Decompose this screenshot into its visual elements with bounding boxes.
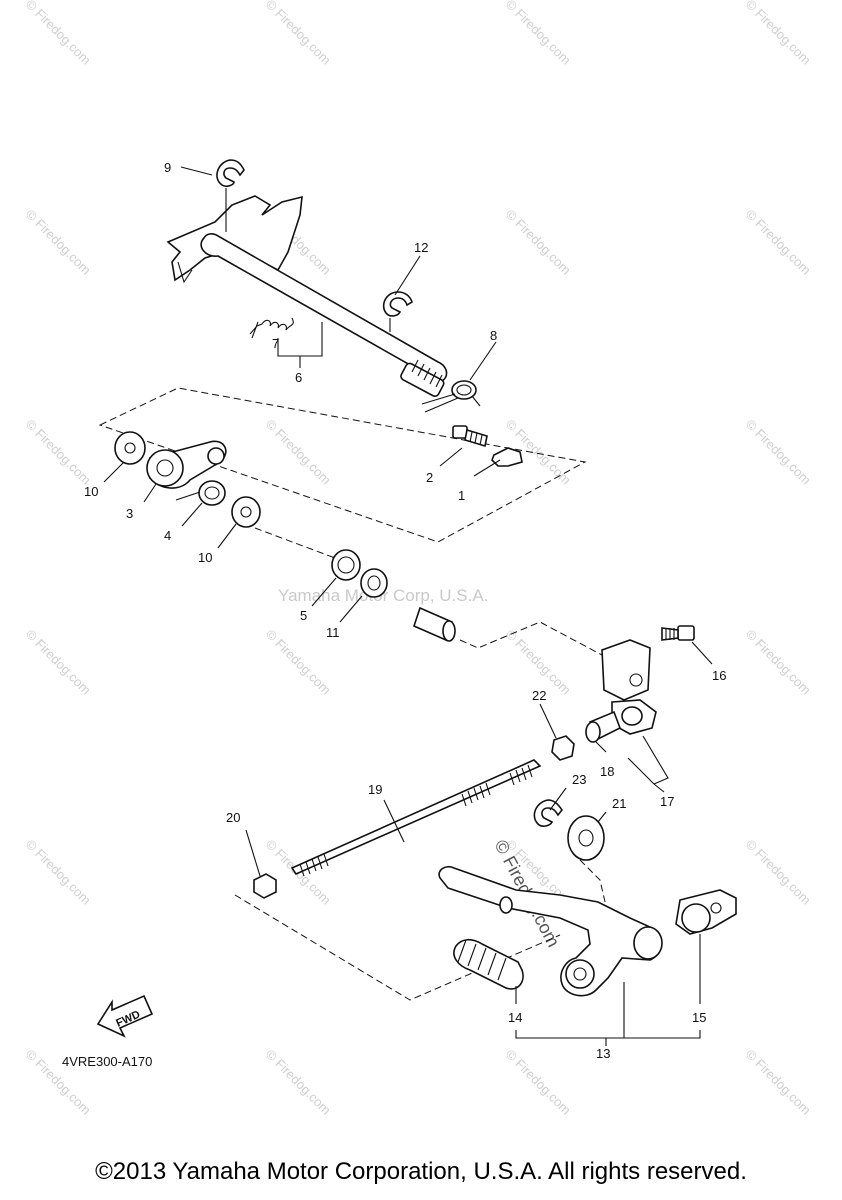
watermark-tile: © Firedog.com [503, 1047, 574, 1118]
shift-joint-part-17 [585, 639, 657, 743]
nut-part-20 [253, 873, 277, 899]
callout-7: 7 [272, 336, 279, 351]
circlip-part-9 [216, 159, 245, 188]
callout-17: 17 [660, 794, 674, 809]
callout-21: 22 [532, 688, 546, 703]
watermark-tile: © Firedog.com [23, 207, 94, 278]
callout-2: 2 [426, 470, 433, 485]
callout-6: 6 [295, 370, 302, 385]
callout-16: 16 [712, 668, 726, 683]
leader-lines [103, 166, 713, 1046]
watermark-tile: © Firedog.com [23, 837, 94, 908]
callout-14: 14 [508, 1010, 522, 1025]
watermark-tile: © Firedog.com [23, 417, 94, 488]
watermark-tiles: © Firedog.com © Firedog.com © Firedog.co… [23, 0, 814, 1118]
stopper-part-1 [491, 447, 523, 467]
washer-part-11 [360, 568, 388, 598]
callout-10-lower: 10 [198, 550, 212, 565]
shift-arm-part-3 [146, 440, 227, 489]
callout-8: 8 [490, 328, 497, 343]
callout-18: 18 [600, 764, 614, 779]
watermark-tile: © Firedog.com [743, 837, 814, 908]
callout-9: 9 [164, 160, 171, 175]
circlip-part-23 [533, 799, 563, 827]
bolt-part-16 [661, 625, 695, 641]
diagram-code: 4VRE300-A170 [62, 1054, 152, 1069]
watermark-tile: © Firedog.com [743, 207, 814, 278]
callout-19: 19 [368, 782, 382, 797]
assembly-guides [98, 387, 609, 1001]
circlip-part-12 [382, 291, 413, 317]
watermark-tile: © Firedog.com [23, 627, 94, 698]
callout-15: 15 [692, 1010, 706, 1025]
callout-13: 13 [596, 1046, 610, 1061]
collar [413, 606, 456, 642]
callout-12: 12 [414, 240, 428, 255]
return-spring-part-8 [421, 380, 481, 413]
washer-part-10-lower [231, 496, 261, 528]
pedal-rubber-part-14 [453, 938, 524, 990]
watermark-tile: © Firedog.com [503, 627, 574, 698]
bolt-part-2 [452, 425, 488, 448]
callout-1: 1 [458, 488, 465, 503]
shift-rod-part-19 [290, 759, 542, 877]
callout-10-upper: 10 [84, 484, 98, 499]
spring-part-4 [175, 480, 226, 506]
callout-5: 5 [300, 608, 307, 623]
watermark-tile: © Firedog.com [743, 1047, 814, 1118]
shift-shaft-assembly [166, 195, 448, 398]
washer-part-10-upper [114, 431, 146, 465]
watermark-tile: © Firedog.com [263, 417, 334, 488]
callout-11: 11 [326, 625, 340, 640]
watermark-tile: © Firedog.com [263, 1047, 334, 1118]
washer-part-22 [567, 815, 605, 861]
callout-3: 3 [126, 506, 133, 521]
spring-part-7 [249, 317, 294, 335]
callout-labels: 9 12 8 7 6 2 1 10 3 4 10 5 11 16 22 18 1… [84, 160, 726, 1061]
shift-pedal-part-13 [438, 865, 663, 997]
watermark-tile: © Firedog.com [503, 207, 574, 278]
watermark-tile: © Firedog.com [743, 417, 814, 488]
watermark-tile: © Firedog.com [263, 627, 334, 698]
callout-4: 4 [164, 528, 171, 543]
watermark-center: Yamaha Motor Corp, U.S.A. [278, 586, 488, 605]
watermark-tile: © Firedog.com [503, 0, 574, 68]
callout-23: 23 [572, 772, 586, 787]
watermark-tile: © Firedog.com [263, 0, 334, 68]
watermark-tile: © Firedog.com [743, 0, 814, 68]
callout-22: 21 [612, 796, 626, 811]
oil-seal-part-5 [331, 549, 361, 581]
fwd-arrow: FWD [96, 994, 154, 1038]
nut-part-21 [551, 735, 575, 761]
joint-part-15 [675, 889, 737, 935]
watermark-tile: © Firedog.com [23, 0, 94, 68]
watermark-tile: © Firedog.com [743, 627, 814, 698]
copyright-footer: ©2013 Yamaha Motor Corporation, U.S.A. A… [95, 1158, 747, 1185]
callout-20: 20 [226, 810, 240, 825]
